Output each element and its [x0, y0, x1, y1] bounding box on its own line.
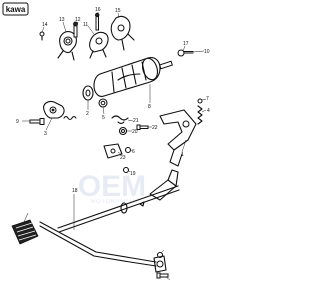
- brand-logo: kawa: [2, 2, 29, 16]
- shift-fork-pin: [73, 21, 78, 38]
- stopper-spring: [63, 115, 77, 121]
- callout-21: 21: [133, 118, 139, 124]
- arm-plate: [103, 143, 123, 159]
- exploded-parts-diagram: kawa OEM MOTORPARTS: [2, 2, 210, 281]
- callout-8: 8: [148, 104, 151, 110]
- shift-fork-right: [110, 15, 135, 51]
- shift-fork-left: [57, 31, 77, 61]
- svg-text:OEM: OEM: [78, 170, 146, 203]
- shaft-seal: [120, 202, 128, 214]
- callout-20: 20: [132, 129, 138, 135]
- stopper-lever: [43, 100, 65, 119]
- callout-9: 9: [16, 119, 19, 125]
- small-pins-top: [39, 31, 45, 41]
- svg-text:MOTORPARTS: MOTORPARTS: [91, 199, 138, 205]
- arm-bolt: [136, 124, 149, 130]
- callout-12: 12: [75, 17, 81, 23]
- return-spring: [197, 105, 203, 125]
- shift-fork-center: [89, 31, 109, 59]
- callout-labels: 13 12 11 16 15 14 17 10 2 5 8 9 3 21 20 …: [16, 7, 210, 194]
- callout-11: 11: [83, 22, 88, 28]
- callout-4: 4: [207, 108, 210, 114]
- spring-clip: [111, 115, 129, 125]
- stopper-bolt: [29, 118, 45, 125]
- callout-15: 15: [115, 8, 121, 14]
- callout-17: 17: [183, 41, 189, 47]
- pedal-rubber: [11, 219, 39, 245]
- leader-lines: [22, 12, 207, 281]
- callout-13: 13: [59, 17, 65, 23]
- shift-shaft: [57, 169, 180, 233]
- callout-1: 1: [181, 152, 184, 158]
- callout-10: 10: [204, 49, 210, 55]
- shift-drum: [93, 57, 173, 97]
- callout-14: 14: [42, 22, 48, 28]
- callout-7: 7: [206, 96, 209, 102]
- drum-bearing: [82, 85, 94, 101]
- callout-19: 19: [130, 171, 136, 177]
- pedal-bolt: [156, 272, 169, 279]
- shift-rod-pin: [94, 12, 100, 31]
- drum-washer: [98, 98, 108, 108]
- collar: [118, 126, 128, 136]
- callout-22: 22: [152, 125, 158, 131]
- drum-bolt: [177, 49, 194, 57]
- callout-2: 2: [86, 111, 89, 117]
- watermark: OEM MOTORPARTS: [78, 170, 146, 205]
- spring-pin: [197, 98, 203, 104]
- callout-3: 3: [44, 131, 47, 137]
- callout-5: 5: [102, 115, 105, 121]
- pedal-washer: [156, 251, 164, 259]
- svg-text:kawa: kawa: [6, 5, 26, 14]
- callout-18: 18: [72, 188, 78, 194]
- shift-pedal: [39, 221, 167, 273]
- callout-23: 23: [120, 155, 126, 161]
- shift-mechanism-arm: [159, 109, 197, 167]
- callout-16: 16: [95, 7, 101, 13]
- callout-6: 6: [132, 149, 135, 155]
